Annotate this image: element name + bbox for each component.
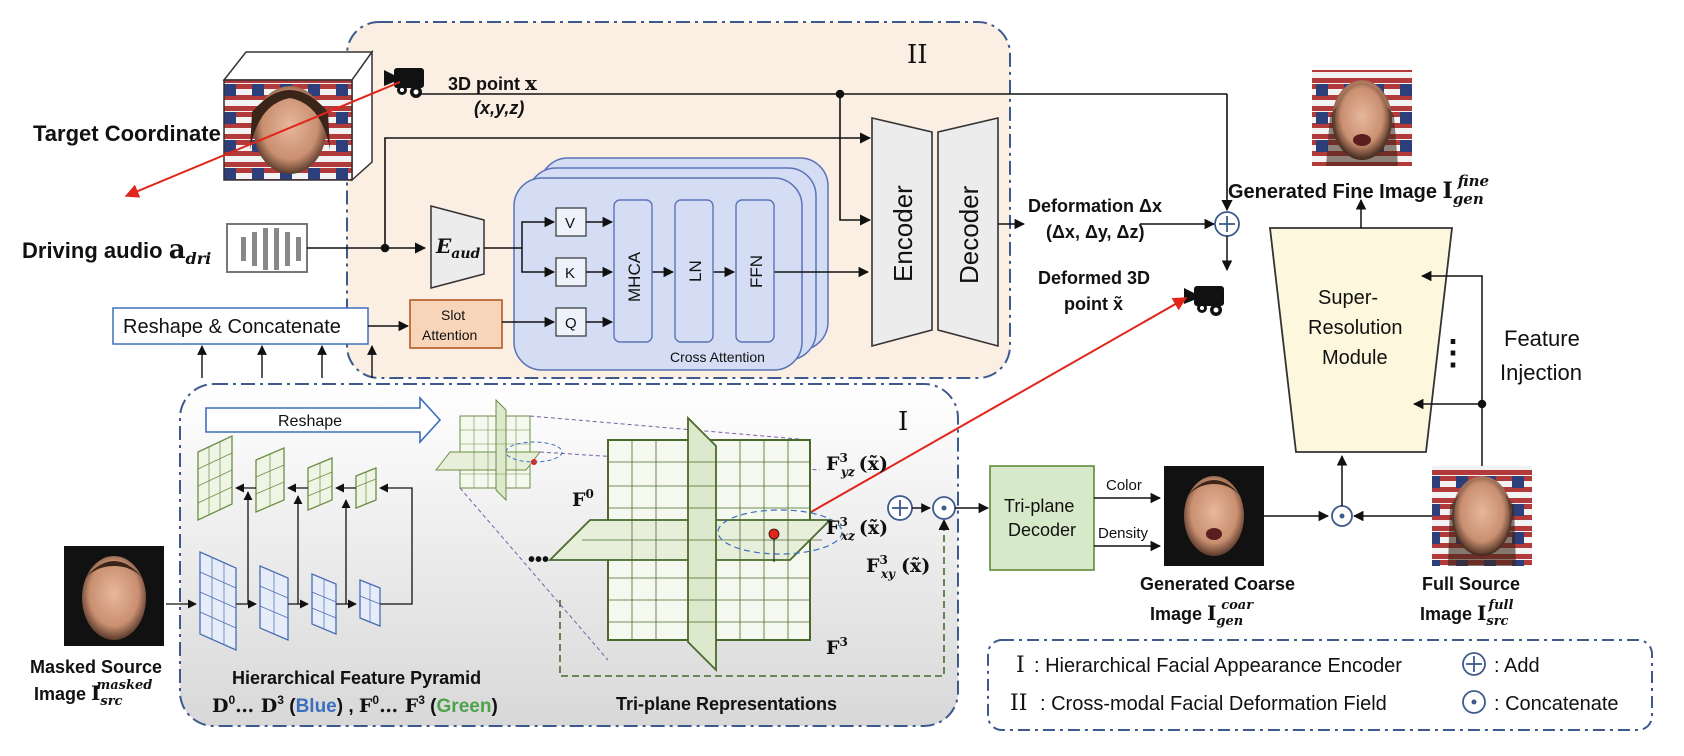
target-ray <box>124 81 401 198</box>
pyramid-wires <box>166 483 413 609</box>
full-source-line1: Full Source <box>1422 574 1520 594</box>
encoder-block: Encoder <box>871 116 933 348</box>
image-concat-icon <box>1331 505 1353 527</box>
point-label: 3D point x <box>448 71 538 95</box>
legend-concat-text: : Concatenate <box>1494 693 1619 715</box>
feature-injection-line2: Injection <box>1500 360 1582 385</box>
feature-pyramid-blue-lines <box>199 557 381 644</box>
coarse-image <box>1164 466 1264 566</box>
density-label: Density <box>1098 525 1149 542</box>
mhca-block: MHCA <box>613 199 653 343</box>
triplane-bypass-path <box>559 518 950 677</box>
legend-i-mark: I <box>1016 653 1025 678</box>
svg-text:Encoder: Encoder <box>888 185 918 282</box>
point-coords: (x,y,z) <box>474 98 524 118</box>
fine-image-label: Generated Fine Image Igenfine <box>1228 172 1489 208</box>
decoder-block: Decoder <box>937 116 999 348</box>
section-i-mark: I <box>898 407 908 437</box>
feature-injection-wires <box>1412 270 1487 466</box>
reshape-concatenate-block: Reshape & Concatenate <box>112 307 369 345</box>
small-triplane-grid <box>460 416 530 488</box>
svg-text:Slot: Slot <box>441 307 465 323</box>
coarse-line1: Generated Coarse <box>1140 574 1295 594</box>
color-label: Color <box>1106 477 1142 494</box>
deformed-point-line1: Deformed 3D <box>1038 268 1150 288</box>
audio-encoder: Eaud <box>430 205 485 289</box>
svg-text:Eaud: Eaud <box>435 234 481 262</box>
svg-text:Attention: Attention <box>422 327 477 343</box>
svg-text:Module: Module <box>1322 347 1388 369</box>
svg-text:MHCA: MHCA <box>625 251 644 302</box>
pyramid-title: Hierarchical Feature Pyramid <box>232 668 481 688</box>
triplane-title: Tri-plane Representations <box>616 694 837 714</box>
triplane-add-icon <box>887 495 913 521</box>
masked-source-image <box>64 546 164 646</box>
driving-audio-label: Driving audio adri <box>22 235 211 268</box>
deformed-camera-icon <box>1184 286 1224 316</box>
triplane-ellipsis: ••• <box>528 549 549 571</box>
audio-wires <box>307 89 1233 254</box>
legend-add-text: : Add <box>1494 655 1540 677</box>
svg-text:Reshape: Reshape <box>278 413 342 430</box>
svg-text:Resolution: Resolution <box>1308 317 1403 339</box>
svg-text:Decoder: Decoder <box>954 185 984 284</box>
qkv-boxes: V K Q <box>555 207 587 337</box>
full-source-line2: Image Isrcfull <box>1420 598 1513 629</box>
legend-i-text: : Hierarchical Facial Appearance Encoder <box>1034 655 1402 677</box>
deformed-point-line2: point x̃ <box>1064 294 1123 314</box>
svg-text:Q: Q <box>565 315 577 332</box>
decoder-outputs <box>1094 492 1162 552</box>
slot-attention-block: Slot Attention <box>409 299 503 349</box>
legend-ii-mark: II <box>1010 691 1027 716</box>
fine-image <box>1312 70 1412 166</box>
deformation-title: Deformation Δx <box>1028 196 1162 216</box>
add-operator-icon <box>1140 211 1240 272</box>
svg-text:Super-: Super- <box>1318 287 1378 309</box>
ffn-block: FFN <box>735 199 775 343</box>
triplane-decoder-block: Tri-plane Decoder <box>989 465 1095 571</box>
legend-box: I : Hierarchical Facial Appearance Encod… <box>987 639 1653 731</box>
f0-label: F0 <box>572 487 594 511</box>
full-source-image <box>1432 466 1532 566</box>
ln-block: LN <box>674 199 714 343</box>
svg-text:FFN: FFN <box>747 255 766 288</box>
svg-text:Reshape & Concatenate: Reshape & Concatenate <box>123 316 341 338</box>
audio-waveform-icon <box>226 223 308 273</box>
feature-injection-line1: Feature <box>1504 326 1580 351</box>
qkv-wires <box>484 216 870 328</box>
svg-text:V: V <box>565 215 575 232</box>
deformation-values: (Δx, Δy, Δz) <box>1046 222 1145 242</box>
super-resolution-module: Super- Resolution Module <box>1268 227 1454 453</box>
f3-label: F3 <box>826 635 848 659</box>
cross-attention-label: Cross Attention <box>670 349 765 365</box>
svg-text:K: K <box>565 265 575 282</box>
target-coordinate-label: Target Coordinate <box>33 121 221 146</box>
reshape-arrow: Reshape <box>205 395 442 445</box>
legend-add-icon <box>1462 652 1486 676</box>
svg-text:LN: LN <box>686 260 705 282</box>
deformed-point-marker <box>768 528 780 540</box>
legend-ii-text: : Cross-modal Facial Deformation Field <box>1040 693 1387 715</box>
camera-icon <box>384 68 424 98</box>
masked-source-line1: Masked Source <box>30 657 162 677</box>
coarse-line2: Image Igencoar <box>1150 598 1254 629</box>
masked-source-line2: Image Isrcmasked <box>34 678 152 709</box>
feature-pyramid-green-lines <box>197 442 377 515</box>
section-ii-mark: II <box>907 40 928 70</box>
legend-concat-icon <box>1462 690 1486 714</box>
large-triplane-grid <box>582 440 822 640</box>
triplane-concat-icon <box>932 496 956 520</box>
deformed-ray <box>789 297 1188 525</box>
reshape-concat-inputs <box>197 345 377 378</box>
target-coordinate-cube <box>222 49 374 182</box>
svg-text:Decoder: Decoder <box>1008 520 1076 540</box>
pyramid-range: D0… D3 (Blue) , F0… F3 (Green) <box>212 693 498 717</box>
feature-injection-dots: ⋮ <box>1436 334 1470 372</box>
svg-text:Tri-plane: Tri-plane <box>1004 496 1074 516</box>
